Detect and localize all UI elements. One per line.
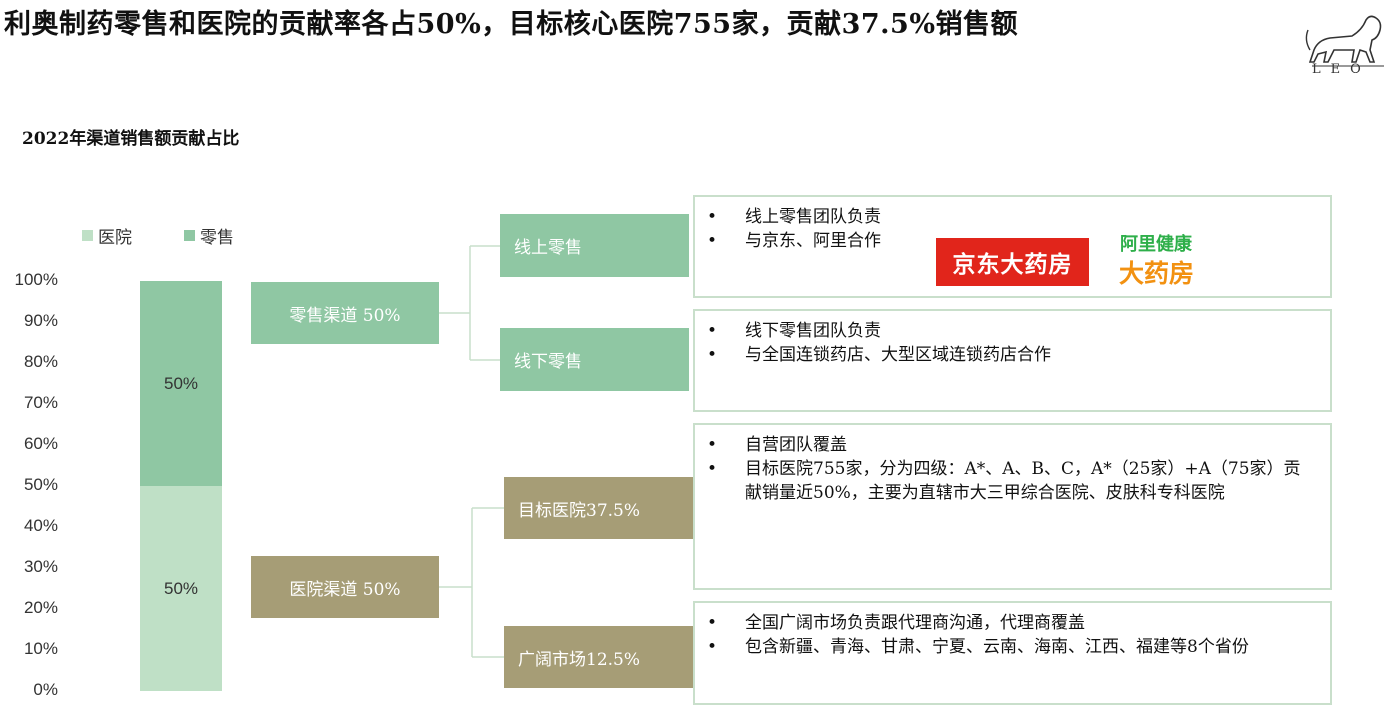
jd-pharmacy-logo: 京东大药房: [936, 238, 1089, 286]
hospital-channel-label: 医院渠道 50%: [289, 579, 401, 600]
list-item: 线下零售团队负责: [707, 319, 1330, 343]
legend-label-retail: 零售: [200, 228, 234, 247]
y-tick-label: 0%: [33, 680, 58, 699]
chart-subtitle: 2022年渠道销售额贡献占比: [22, 129, 240, 149]
retail-channel-label: 零售渠道 50%: [289, 305, 401, 326]
legend-swatch-retail: [184, 230, 195, 241]
list-item: 包含新疆、青海、甘肃、宁夏、云南、海南、江西、福建等8个省份: [707, 635, 1302, 659]
legend-swatch-hospital: [82, 230, 93, 241]
target-hospital-box: 目标医院37.5%: [504, 477, 693, 539]
broad-market-label: 广阔市场12.5%: [518, 649, 641, 670]
y-tick-label: 80%: [23, 352, 58, 371]
broad-market-box: 广阔市场12.5%: [504, 626, 693, 688]
bar-segment-hospital: 50%: [140, 486, 222, 691]
list-item: 全国广阔市场负责跟代理商沟通，代理商覆盖: [707, 611, 1302, 635]
legend-item-hospital: 医院: [82, 223, 132, 248]
list-item: 自营团队覆盖: [707, 433, 1302, 457]
y-tick-label: 60%: [23, 434, 58, 453]
target-hospital-label: 目标医院37.5%: [518, 500, 641, 521]
y-tick-label: 90%: [23, 311, 58, 330]
retail-channel-box: 零售渠道 50%: [251, 282, 439, 344]
page-title: 利奥制药零售和医院的贡献率各占50%，目标核心医院755家，贡献37.5%销售额: [4, 9, 1019, 40]
legend-label-hospital: 医院: [98, 228, 132, 247]
y-tick-label: 100%: [14, 270, 58, 289]
target-hospital-desc: 自营团队覆盖 目标医院755家，分为四级：A*、A、B、C，A*（25家）+A（…: [693, 423, 1332, 590]
offline-retail-box: 线下零售: [500, 328, 689, 391]
list-item: 与全国连锁药店、大型区域连锁药店合作: [707, 343, 1330, 367]
bar-label-retail: 50%: [163, 373, 199, 393]
bar-segment-retail: 50%: [140, 281, 222, 486]
ali-health-logo-line2: 大药房: [1119, 259, 1195, 288]
logo-text: LEO: [1312, 62, 1371, 77]
y-tick-label: 10%: [23, 639, 58, 658]
online-retail-label: 线上零售: [514, 238, 582, 258]
online-retail-box: 线上零售: [500, 214, 689, 277]
y-tick-label: 30%: [23, 557, 58, 576]
ali-health-logo-line1: 阿里健康: [1120, 234, 1192, 255]
list-item: 线上零售团队负责: [707, 205, 1330, 229]
list-item: 目标医院755家，分为四级：A*、A、B、C，A*（25家）+A（75家）贡献销…: [707, 457, 1302, 505]
legend-item-retail: 零售: [184, 223, 234, 248]
y-tick-label: 50%: [23, 475, 58, 494]
broad-market-desc: 全国广阔市场负责跟代理商沟通，代理商覆盖 包含新疆、青海、甘肃、宁夏、云南、海南…: [693, 601, 1332, 705]
y-tick-label: 40%: [23, 516, 58, 535]
bar-label-hospital: 50%: [163, 578, 199, 598]
list-item: 与京东、阿里合作: [707, 229, 1330, 253]
y-tick-label: 70%: [23, 393, 58, 412]
offline-retail-label: 线下零售: [514, 352, 582, 372]
hospital-channel-box: 医院渠道 50%: [251, 556, 439, 618]
offline-retail-desc: 线下零售团队负责 与全国连锁药店、大型区域连锁药店合作: [693, 309, 1332, 412]
y-tick-label: 20%: [23, 598, 58, 617]
leo-lion-logo-icon: [1305, 15, 1384, 67]
